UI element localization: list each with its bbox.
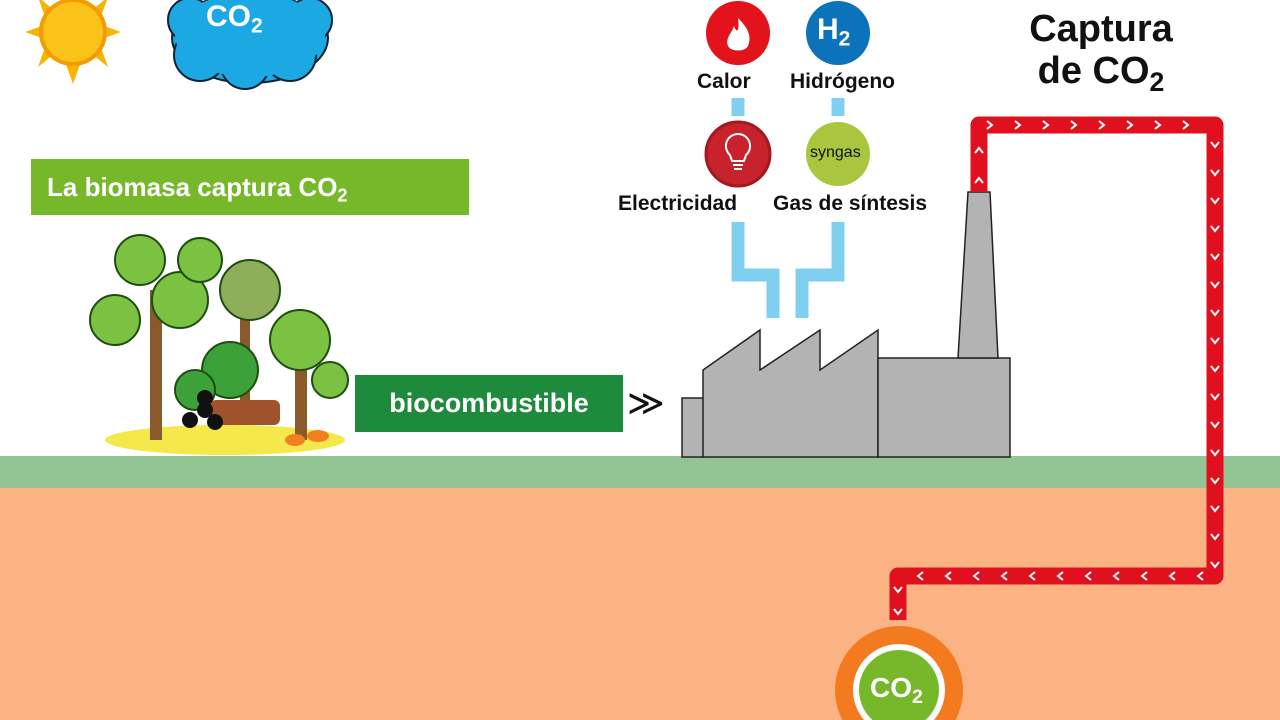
pipe-chevron-icon xyxy=(944,571,952,581)
pipe-chevron-icon xyxy=(1210,477,1220,485)
flame-icon xyxy=(727,18,750,51)
forest-illustration xyxy=(89,234,349,455)
pipe-chevron-icon xyxy=(1210,505,1220,513)
pipe-chevron-icon xyxy=(972,571,980,581)
product-connectors xyxy=(731,98,845,318)
pipe-chevron-icon xyxy=(1028,571,1036,581)
pipe-chevron-icon xyxy=(1126,120,1134,130)
pipe-chevron-icon xyxy=(986,120,994,130)
syngas-icon-circle xyxy=(806,122,870,186)
electricity-icon-circle xyxy=(704,120,772,188)
soil xyxy=(0,488,1280,720)
pipe-chevron-icon xyxy=(1196,571,1204,581)
pipe-chevron-icon xyxy=(1154,120,1162,130)
pipe-chevron-icon xyxy=(1210,141,1220,149)
pipe-chevron-icon xyxy=(1098,120,1106,130)
pipe-chevron-icon xyxy=(1084,571,1092,581)
storage-co2-label: CO2 xyxy=(870,672,923,708)
pipe-chevron-icon xyxy=(1042,120,1050,130)
hydrogen-icon-circle xyxy=(806,1,870,65)
pipe-chevron-icon xyxy=(1210,421,1220,429)
pipe-chevron-icon xyxy=(1014,120,1022,130)
pipe-chevron-icon xyxy=(1210,197,1220,205)
pipe-chevron-icon xyxy=(1210,225,1220,233)
pipe-chevron-icon xyxy=(916,571,924,581)
product-label-heat: Calor xyxy=(697,70,751,93)
co2-capture-pipe xyxy=(889,116,1224,620)
capture-title-line2: de CO2 xyxy=(1037,50,1165,97)
hydrogen-icon: H2 xyxy=(817,13,851,51)
pipe-chevron-icon xyxy=(893,586,903,594)
pipe-chevron-icon xyxy=(1210,337,1220,345)
product-label-syngas: Gas de síntesis xyxy=(773,192,928,215)
grass-strip xyxy=(0,456,1280,488)
pipe-chevron-icon xyxy=(1210,561,1220,569)
pipe-chevron-icon xyxy=(1210,533,1220,541)
pipe-chevron-icon xyxy=(1000,571,1008,581)
co2-storage-icon xyxy=(835,626,963,720)
pipe-chevron-icon xyxy=(1112,571,1120,581)
pipe-chevron-icon xyxy=(1182,120,1190,130)
pipe-chevron-icon xyxy=(1210,281,1220,289)
sun-icon xyxy=(25,0,121,84)
product-label-hydrogen: Hidrógeno xyxy=(790,70,895,93)
biofuel-label: biocombustible xyxy=(355,375,623,432)
pipe-chevron-icon xyxy=(1210,393,1220,401)
pipe-chevron-icon xyxy=(1168,571,1176,581)
pipe-chevron-icon xyxy=(1210,365,1220,373)
lightbulb-icon xyxy=(724,132,752,170)
pipe-chevron-icon xyxy=(1056,571,1064,581)
biofuel-arrow-icon: ≫ xyxy=(627,382,665,423)
chimney xyxy=(957,191,999,359)
pipe-chevron-icon xyxy=(1210,309,1220,317)
capture-title: Captura de CO2 xyxy=(1015,8,1187,103)
pipe-chevron-icon xyxy=(974,146,984,154)
factory-illustration xyxy=(681,191,1011,458)
pipe-chevron-icon xyxy=(1210,253,1220,261)
pipe-chevron-icon xyxy=(1140,571,1148,581)
syngas-icon: syngas xyxy=(810,144,861,161)
product-label-electricity: Electricidad xyxy=(618,192,738,215)
pipe-chevron-icon xyxy=(974,176,984,184)
pipe-chevron-icon xyxy=(1210,169,1220,177)
pipe-chevron-icon xyxy=(1070,120,1078,130)
pipe-chevron-icon xyxy=(893,608,903,616)
capture-title-line1: Captura xyxy=(1029,8,1173,50)
pipe-chevron-icon xyxy=(1210,449,1220,457)
biomass-label: La biomasa captura CO2 xyxy=(31,159,469,215)
cloud-co2-label: CO2 xyxy=(206,0,263,38)
